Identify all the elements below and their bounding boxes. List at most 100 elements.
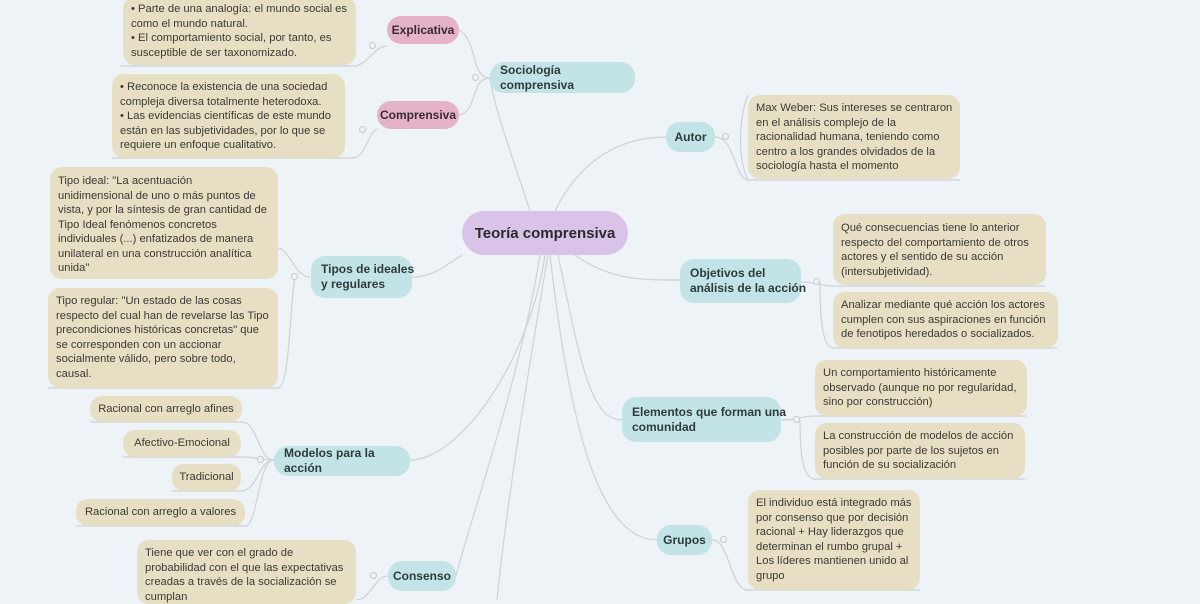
note-line: centro a los grandes olvidados de la xyxy=(756,145,952,160)
branch-grupos[interactable]: Grupos xyxy=(657,525,712,555)
note-consenso[interactable]: Tiene que ver con el grado de probabilid… xyxy=(137,540,356,604)
note-line: en el análisis complejo de la xyxy=(756,116,952,131)
note-line: susceptible de ser taxonomizado. xyxy=(131,46,348,61)
note-line: • Reconoce la existencia de una sociedad xyxy=(120,80,337,95)
connector-dot xyxy=(369,42,376,49)
branch-objetivos-analisis[interactable]: Objetivos del análisis de la acción xyxy=(680,259,801,303)
branch-label-line: Tipos de ideales xyxy=(321,262,414,277)
connector-dot xyxy=(793,416,800,423)
modelo-item[interactable]: Racional con arreglo a valores xyxy=(76,499,245,526)
branch-sociologia-comprensiva[interactable]: Sociología comprensiva xyxy=(490,62,635,93)
note-line: causal. xyxy=(56,367,270,382)
branch-consenso[interactable]: Consenso xyxy=(388,561,456,591)
note-line: racionalidad humana, teniendo como xyxy=(756,130,952,145)
branch-label: Autor xyxy=(675,130,707,145)
note-line: (intersubjetividad). xyxy=(841,265,1038,280)
note-line: como el mundo natural. xyxy=(131,17,348,32)
branch-label-line: análisis de la acción xyxy=(690,281,806,296)
note-line: cumplen con sus aspiraciones en función xyxy=(841,313,1050,328)
note-line: El individuo está integrado más xyxy=(756,496,912,511)
connector-dot xyxy=(720,536,727,543)
note-line: vista, y por la síntesis de gran cantida… xyxy=(58,203,270,218)
note-line: unidimensional de uno o más puntos de xyxy=(58,189,270,204)
note-line: • Las evidencias científicas de este mun… xyxy=(120,109,337,124)
note-line: • Parte de una analogía: el mundo social… xyxy=(131,2,348,17)
branch-label: Tipos de ideales y regulares xyxy=(321,262,414,292)
note-line: cumplan xyxy=(145,590,348,604)
connector-dot xyxy=(722,133,729,140)
note-line: precondiciones históricas concretas" que xyxy=(56,323,270,338)
branch-label: Objetivos del análisis de la acción xyxy=(690,266,806,296)
modelo-item[interactable]: Racional con arreglo afines xyxy=(90,396,242,422)
connector-dot xyxy=(291,273,298,280)
branch-label-line: comunidad xyxy=(632,420,786,435)
note-grupos[interactable]: El individuo está integrado más por cons… xyxy=(748,490,920,590)
branch-modelos-accion[interactable]: Modelos para la acción xyxy=(274,446,410,476)
branch-elementos-comunidad[interactable]: Elementos que forman una comunidad xyxy=(622,397,781,442)
note-line: Tipo regular: "Un estado de las cosas xyxy=(56,294,270,309)
note-line: socialmente válido, pero sobre todo, xyxy=(56,352,270,367)
note-line: función de su socialización xyxy=(823,458,1017,473)
connector-dot xyxy=(257,456,264,463)
note-comprensiva[interactable]: • Reconoce la existencia de una sociedad… xyxy=(112,74,345,158)
note-autor[interactable]: Max Weber: Sus intereses se centraron en… xyxy=(748,95,960,179)
modelo-item[interactable]: Afectivo-Emocional xyxy=(123,430,241,457)
branch-label: Consenso xyxy=(393,569,451,584)
subtopic-label: Explicativa xyxy=(392,23,455,37)
note-line: grupo xyxy=(756,569,912,584)
branch-label: Sociología comprensiva xyxy=(500,63,625,93)
connector-dot xyxy=(370,572,377,579)
note-line: compleja diversa totalmente heterodoxa. xyxy=(120,95,337,110)
note-line: Un comportamiento históricamente xyxy=(823,366,1019,381)
branch-label: Elementos que forman una comunidad xyxy=(632,405,786,435)
modelo-item[interactable]: Tradicional xyxy=(172,464,241,491)
note-line: Los líderes mantienen unido al xyxy=(756,554,912,569)
note-tipo-ideal[interactable]: Tipo ideal: "La acentuación unidimension… xyxy=(50,167,278,279)
note-line: sino por construcción) xyxy=(823,395,1019,410)
note-line: Max Weber: Sus intereses se centraron xyxy=(756,101,952,116)
subtopic-label: Comprensiva xyxy=(380,108,456,122)
branch-label: Grupos xyxy=(663,533,706,548)
note-line: La construcción de modelos de acción xyxy=(823,429,1017,444)
note-objetivos-2[interactable]: Analizar mediante qué acción los actores… xyxy=(833,292,1058,348)
note-line: unida" xyxy=(58,261,270,276)
note-line: se corresponden con un accionar xyxy=(56,338,270,353)
note-line: Qué consecuencias tiene lo anterior xyxy=(841,221,1038,236)
note-line: Tiene que ver con el grado de xyxy=(145,546,348,561)
modelo-item-label: Tradicional xyxy=(179,470,233,485)
connector-dot xyxy=(472,74,479,81)
note-line: por consenso que por decisión xyxy=(756,511,912,526)
central-topic[interactable]: Teoría comprensiva xyxy=(462,211,628,255)
branch-label: Modelos para la acción xyxy=(284,446,400,476)
note-tipo-regular[interactable]: Tipo regular: "Un estado de las cosas re… xyxy=(48,288,278,388)
note-explicativa[interactable]: • Parte de una analogía: el mundo social… xyxy=(123,0,356,65)
note-line: • El comportamiento social, por tanto, e… xyxy=(131,31,348,46)
note-line: están en las subjetividades, por lo que … xyxy=(120,124,337,139)
note-line: unilateral en una construcción analítica xyxy=(58,247,270,262)
note-line: respecto del comportamiento de otros xyxy=(841,236,1038,251)
note-line: determinan el rumbo grupal + xyxy=(756,540,912,555)
branch-label-line: y regulares xyxy=(321,277,414,292)
connector-dot xyxy=(359,126,366,133)
branch-autor[interactable]: Autor xyxy=(666,122,715,152)
note-line: observado (aunque no por regularidad, xyxy=(823,381,1019,396)
note-objetivos-1[interactable]: Qué consecuencias tiene lo anterior resp… xyxy=(833,214,1046,285)
subtopic-explicativa[interactable]: Explicativa xyxy=(387,16,459,44)
note-line: probabilidad con el que las expectativas xyxy=(145,561,348,576)
note-elementos-1[interactable]: Un comportamiento históricamente observa… xyxy=(815,360,1027,416)
modelo-item-label: Racional con arreglo a valores xyxy=(85,505,236,520)
note-line: creadas a través de la socialización se xyxy=(145,575,348,590)
note-line: requiere un enfoque cualitativo. xyxy=(120,138,337,153)
central-topic-label: Teoría comprensiva xyxy=(475,225,616,242)
note-line: individuales (...) enfatizados de manera xyxy=(58,232,270,247)
modelo-item-label: Afectivo-Emocional xyxy=(134,436,230,451)
subtopic-comprensiva[interactable]: Comprensiva xyxy=(377,101,459,129)
note-line: racional + Hay liderazgos que xyxy=(756,525,912,540)
branch-tipos-ideales-regulares[interactable]: Tipos de ideales y regulares xyxy=(311,256,412,298)
note-line: sociología hasta el momento xyxy=(756,159,952,174)
note-line: Analizar mediante qué acción los actores xyxy=(841,298,1050,313)
modelo-item-label: Racional con arreglo afines xyxy=(98,402,234,417)
note-elementos-2[interactable]: La construcción de modelos de acción pos… xyxy=(815,423,1025,479)
branch-label-line: Objetivos del xyxy=(690,266,806,281)
note-line: actores y el sentido de su acción xyxy=(841,250,1038,265)
